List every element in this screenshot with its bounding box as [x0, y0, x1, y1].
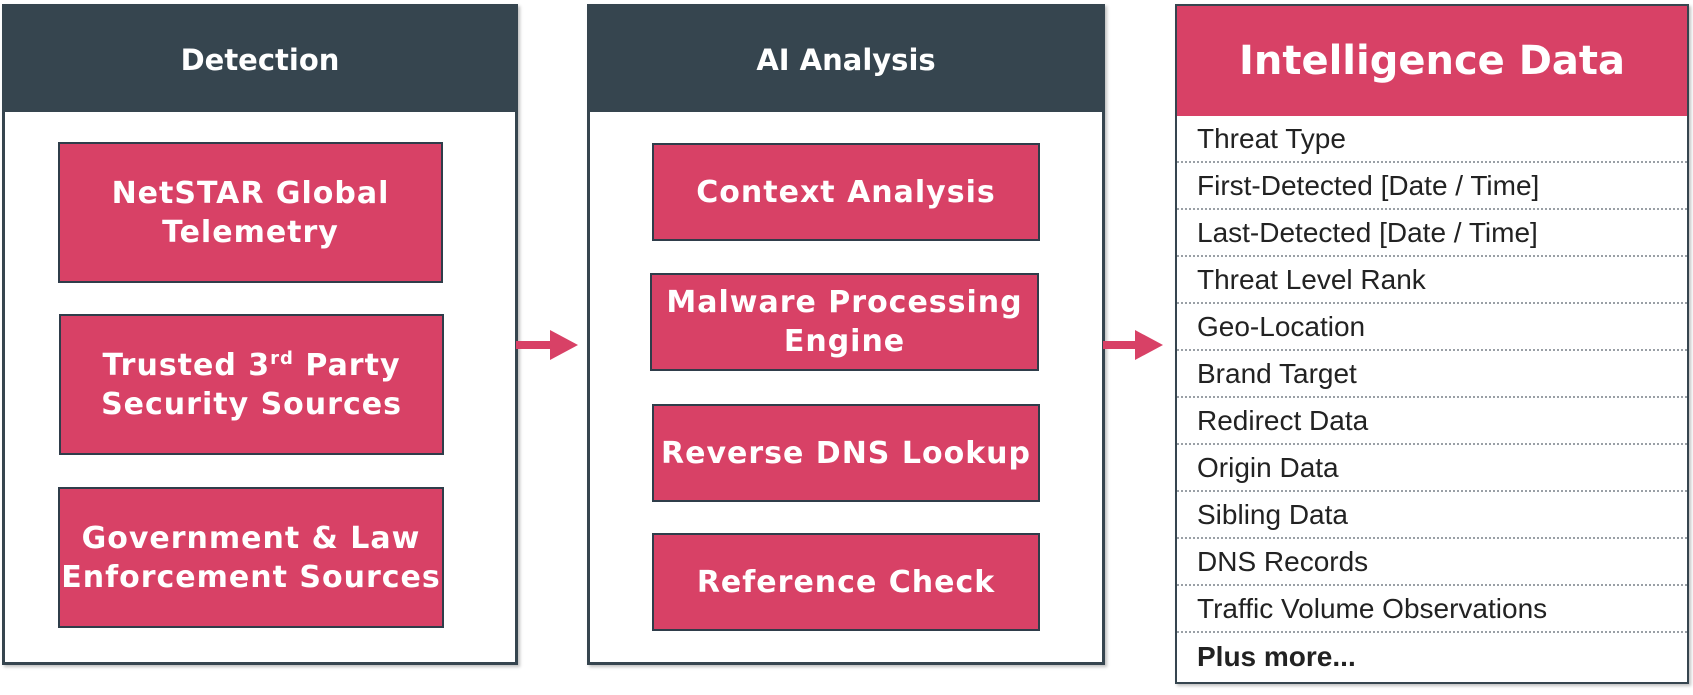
list-item: Redirect Data [1177, 398, 1687, 445]
ai-analysis-panel: AI Analysis Context Analysis Malware Pro… [587, 4, 1105, 665]
reference-check-box: Reference Check [652, 533, 1040, 631]
list-item: Traffic Volume Observations [1177, 586, 1687, 633]
box-line: Government & Law [81, 520, 421, 556]
plus-more-item: Plus more... [1197, 640, 1356, 672]
box-line: Enforcement Sources [61, 559, 441, 595]
list-item: Geo-Location [1177, 304, 1687, 351]
box-line: NetSTAR Global [111, 175, 390, 211]
superscript: rd [270, 347, 294, 369]
box-line: Security Sources [101, 386, 402, 422]
ai-analysis-header: AI Analysis [590, 7, 1102, 112]
reverse-dns-lookup-box: Reverse DNS Lookup [652, 404, 1040, 502]
trusted-third-party-box: Trusted 3rd Party Security Sources [59, 314, 444, 455]
intelligence-data-list: Threat Type First-Detected [Date / Time]… [1177, 116, 1687, 682]
list-item: Sibling Data [1177, 492, 1687, 539]
list-item: Origin Data [1177, 445, 1687, 492]
intelligence-data-header: Intelligence Data [1177, 6, 1687, 116]
context-analysis-box: Context Analysis [652, 143, 1040, 241]
box-line: Malware Processing [666, 285, 1023, 320]
detection-header: Detection [5, 7, 515, 112]
list-item: Threat Level Rank [1177, 257, 1687, 304]
netstar-global-telemetry-box: NetSTAR Global Telemetry [58, 142, 443, 283]
intelligence-data-panel: Intelligence Data Threat Type First-Dete… [1175, 4, 1689, 684]
list-item: DNS Records [1177, 539, 1687, 586]
list-item: Brand Target [1177, 351, 1687, 398]
detection-panel: Detection NetSTAR Global Telemetry Trust… [2, 4, 518, 665]
box-line: Reference Check [696, 564, 996, 600]
government-law-enforcement-box: Government & Law Enforcement Sources [58, 487, 444, 628]
box-line: Reverse DNS Lookup [661, 435, 1031, 471]
box-line: Engine [783, 324, 906, 359]
box-line-part: Party [293, 347, 401, 383]
list-item: Threat Type [1177, 116, 1687, 163]
list-item: Last-Detected [Date / Time] [1177, 210, 1687, 257]
flow-arrow-icon [1103, 330, 1163, 360]
flow-arrow-icon [516, 330, 578, 360]
box-line: Telemetry [162, 214, 339, 250]
box-line: Context Analysis [696, 174, 996, 210]
box-line-part: Trusted 3 [102, 347, 271, 383]
list-item: First-Detected [Date / Time] [1177, 163, 1687, 210]
malware-processing-engine-box: Malware Processing Engine [650, 273, 1039, 371]
box-line: Trusted 3rd Party [101, 346, 402, 385]
